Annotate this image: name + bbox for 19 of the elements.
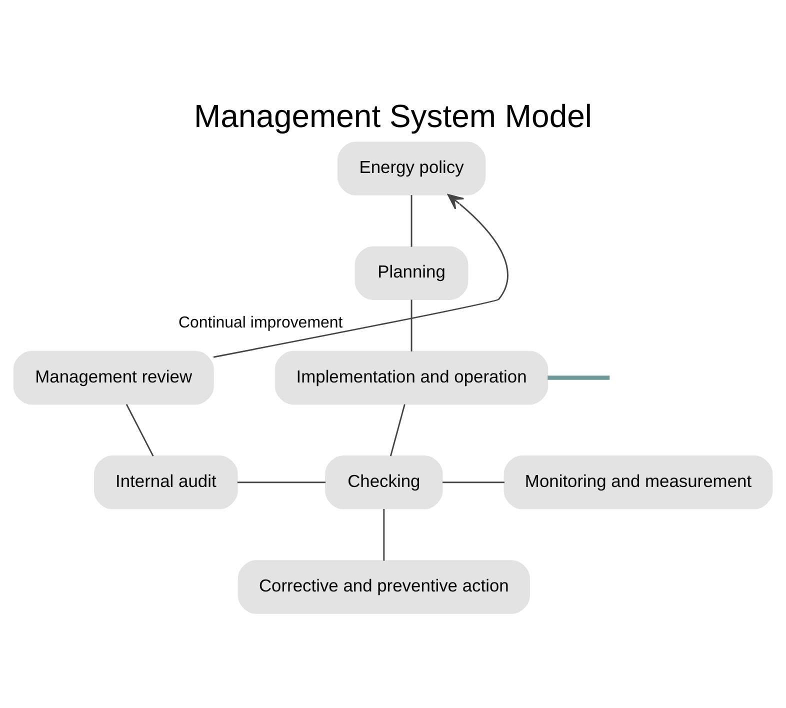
node-box: Monitoring and measurement <box>504 455 773 509</box>
connector <box>126 404 154 456</box>
node-box: Implementation and operation <box>274 350 548 404</box>
connector <box>548 375 610 380</box>
connector <box>442 481 504 483</box>
node-box: Energy policy <box>337 141 486 195</box>
node-box: Checking <box>325 455 443 509</box>
edge-label: Continual improvement <box>178 314 343 331</box>
connector <box>237 481 326 483</box>
connector <box>410 194 412 246</box>
node-box: Planning <box>354 246 468 300</box>
connector <box>410 299 412 351</box>
node-box: Internal audit <box>94 455 238 509</box>
connector <box>390 404 406 456</box>
diagram-title: Management System Model <box>194 98 592 134</box>
node-box: Corrective and preventive action <box>238 560 530 614</box>
arrow <box>213 194 508 358</box>
connector <box>383 508 385 560</box>
node-box: Management review <box>13 350 214 404</box>
